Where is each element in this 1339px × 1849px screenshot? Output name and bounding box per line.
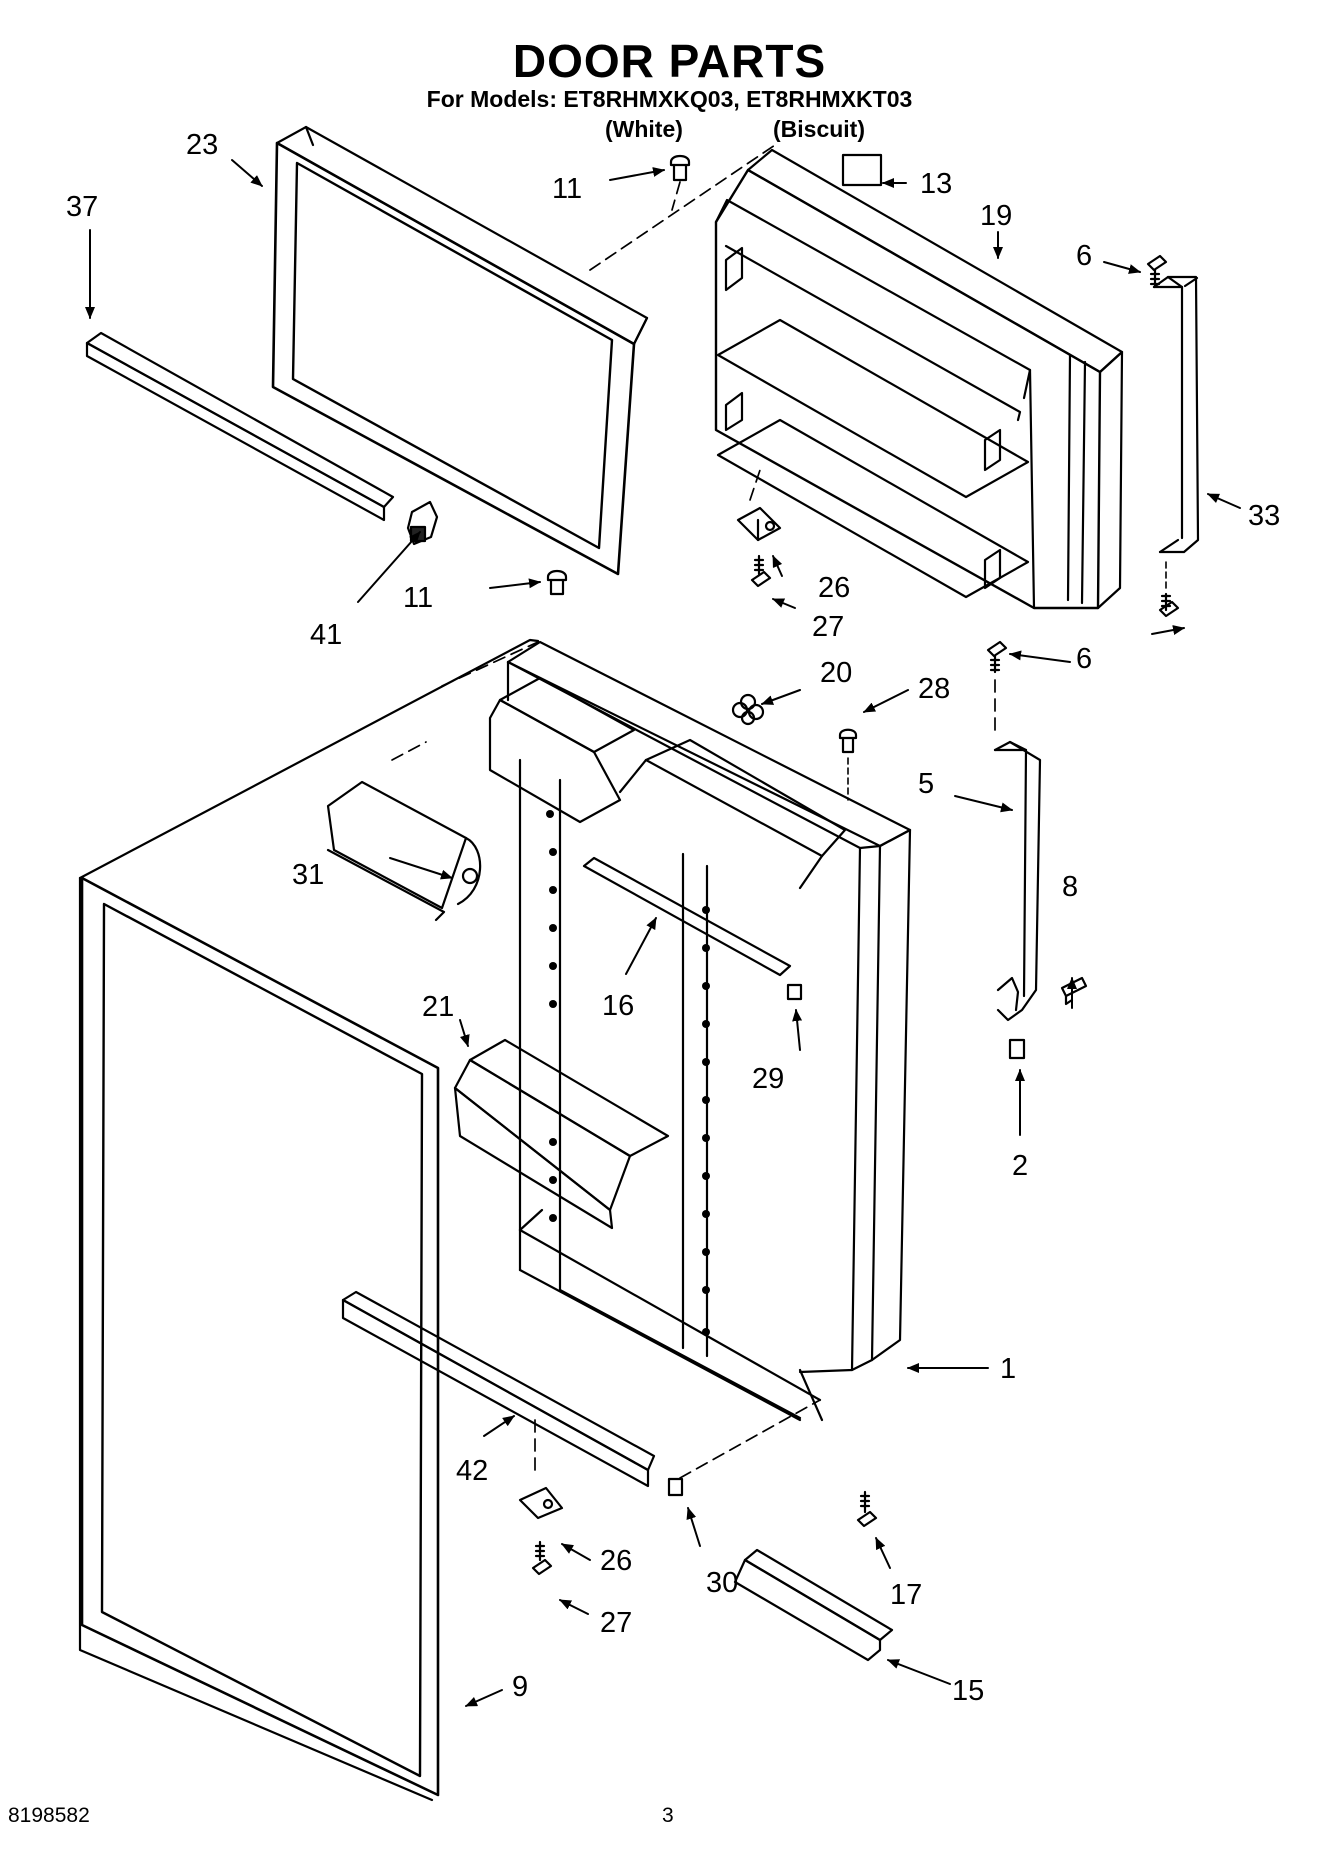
callout-30: 30	[706, 1567, 738, 1599]
lower-trim-end-cap	[667, 1477, 684, 1497]
models-line: For Models: ET8RHMXKQ03, ET8RHMXKT03	[426, 86, 913, 112]
hinge-screw-lower	[531, 1540, 553, 1576]
refrigerator-door-outer	[78, 638, 540, 1802]
callout-29: 29	[752, 1063, 784, 1095]
callout-26-bottom: 26	[600, 1545, 632, 1577]
callout-17: 17	[890, 1579, 922, 1611]
refrigerator-door-liner	[488, 640, 912, 1422]
hinge-hole-plug	[669, 154, 691, 182]
callout-41: 41	[310, 619, 342, 651]
callout-1: 1	[1000, 1353, 1016, 1385]
dairy-compartment-door	[326, 780, 482, 922]
callout-11-lower: 11	[403, 582, 433, 614]
callout-27-bottom: 27	[600, 1607, 632, 1639]
handle-side-screw	[1060, 976, 1088, 1006]
color-biscuit-label: (Biscuit)	[773, 116, 865, 142]
callout-33: 33	[1248, 500, 1280, 532]
callout-leaders	[85, 159, 1241, 1707]
callout-5: 5	[918, 768, 934, 800]
rating-label	[841, 153, 883, 187]
hinge-hole-plug-lower	[546, 569, 568, 596]
handle-clip	[1008, 1038, 1026, 1060]
trim-end-cap	[406, 500, 439, 546]
callout-20: 20	[820, 657, 852, 689]
callout-26-top: 26	[818, 572, 850, 604]
hinge-screw-upper	[750, 554, 772, 588]
trim-end-cap-right	[786, 983, 803, 1001]
callout-15: 15	[952, 1675, 984, 1707]
kick-plate-grille	[733, 1548, 894, 1662]
liner-rivets	[546, 810, 710, 1336]
document-number: 8198582	[8, 1804, 90, 1827]
door-shelf-bin	[453, 1038, 670, 1230]
door-plug	[838, 728, 858, 801]
callout-37: 37	[66, 191, 98, 223]
handle-screw-bottom	[1158, 559, 1180, 618]
callout-11-top: 11	[552, 173, 582, 205]
callout-6-top: 6	[1076, 240, 1092, 272]
freezer-trim-strip	[85, 331, 395, 522]
callout-27-top: 27	[812, 611, 844, 643]
lower-door-trim-strip	[341, 1290, 656, 1488]
callout-2: 2	[1012, 1150, 1028, 1182]
color-white-label: (White)	[605, 116, 683, 142]
callout-19: 19	[980, 200, 1012, 232]
freezer-door-liner	[714, 148, 1124, 610]
refrigerator-handle	[993, 740, 1042, 1022]
callout-28: 28	[918, 673, 950, 705]
callout-21: 21	[422, 991, 454, 1023]
freezer-handle	[1152, 275, 1200, 554]
center-hinge-upper	[736, 506, 782, 542]
callout-31: 31	[292, 859, 324, 891]
center-hinge-lower	[518, 1486, 564, 1520]
handle-screw-fresh	[986, 640, 1008, 674]
callout-6-bottom: 6	[1076, 643, 1092, 675]
callout-9: 9	[512, 1671, 528, 1703]
freezer-door-gasket	[271, 125, 649, 576]
page-title: DOOR PARTS	[512, 35, 827, 87]
callout-16: 16	[602, 990, 634, 1022]
door-trim-strip	[582, 856, 792, 977]
refrigerator-door-gasket	[80, 876, 440, 1797]
door-stop-cam	[731, 693, 765, 726]
bottom-hinge-screw	[856, 1490, 878, 1528]
callout-42: 42	[456, 1455, 488, 1487]
assembly-guide-lines	[391, 144, 996, 1479]
callout-23: 23	[186, 129, 218, 161]
callout-13: 13	[920, 168, 952, 200]
page-number: 3	[662, 1804, 674, 1827]
callout-8: 8	[1062, 871, 1078, 903]
handle-screw-top	[1146, 254, 1168, 288]
